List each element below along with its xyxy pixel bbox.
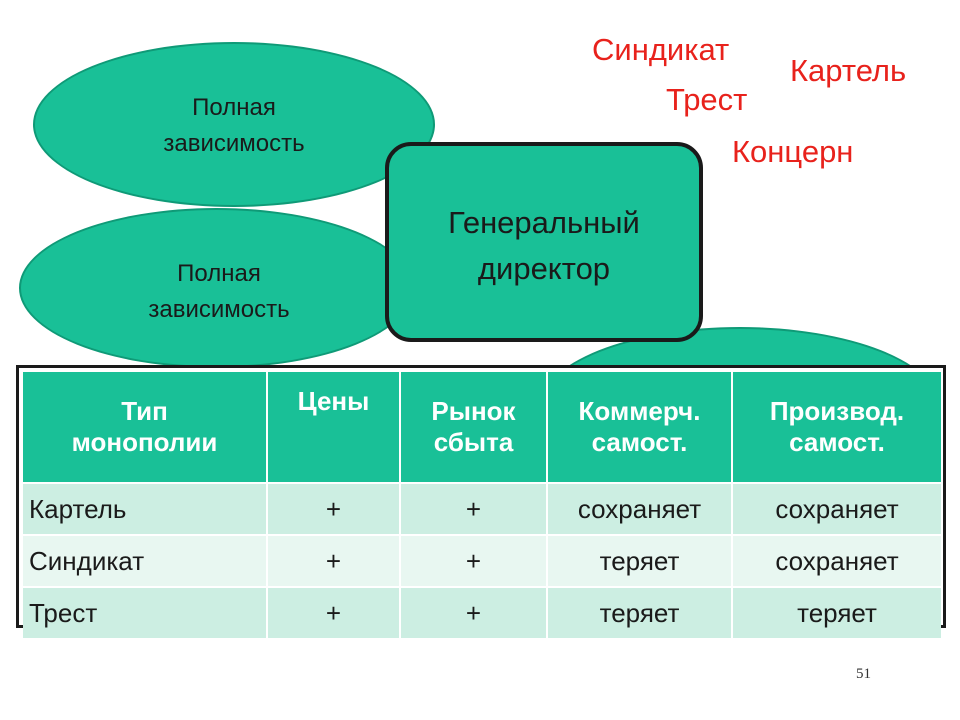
cell-production: сохраняет <box>732 534 941 587</box>
table: Тип монополии Цены Рынок сбыта Коммерч. … <box>23 372 941 638</box>
cell-market: + <box>400 482 548 535</box>
header-production-line2: самост. <box>789 427 885 457</box>
header-commercial-line2: самост. <box>591 427 688 457</box>
header-type-line2: монополии <box>71 427 218 457</box>
cell-commercial: сохраняет <box>547 482 733 535</box>
ellipse-full-dependence-2 <box>19 208 414 368</box>
header-commercial-line1: Коммерч. <box>578 396 701 426</box>
header-production: Производ. самост. <box>732 372 941 483</box>
header-market-line2: сбыта <box>433 427 514 457</box>
director-line1: Генеральный <box>448 205 640 240</box>
ellipse-1-line1: Полная <box>192 94 276 121</box>
cell-commercial: теряет <box>547 534 733 587</box>
header-market-line1: Рынок <box>431 396 516 426</box>
cell-type: Синдикат <box>23 534 268 587</box>
header-commercial: Коммерч. самост. <box>547 372 733 483</box>
ellipse-1-label: Полная зависимость <box>33 90 435 162</box>
header-production-line1: Производ. <box>769 396 905 426</box>
monopoly-comparison-table: Тип монополии Цены Рынок сбыта Коммерч. … <box>16 365 946 638</box>
cell-commercial: теряет <box>547 586 733 638</box>
header-type-line1: Тип <box>121 396 168 426</box>
page-number: 51 <box>856 666 871 682</box>
cell-market: + <box>400 586 548 638</box>
general-director-label: Генеральный директор <box>385 200 703 292</box>
cell-type: Трест <box>23 586 268 638</box>
word-koncern: Концерн <box>732 134 854 169</box>
cell-market: + <box>400 534 548 587</box>
cell-production: теряет <box>732 586 941 638</box>
ellipse-2-label: Полная зависимость <box>19 256 419 328</box>
cell-type: Картель <box>23 482 268 535</box>
table-row: Картель + + сохраняет сохраняет <box>23 482 941 535</box>
word-sindikat: Синдикат <box>592 32 730 67</box>
word-trest: Трест <box>666 82 748 117</box>
header-type: Тип монополии <box>23 372 268 483</box>
header-prices-line1: Цены <box>297 386 370 416</box>
ellipse-2-line2: зависимость <box>148 296 290 323</box>
general-director-box <box>385 142 703 342</box>
table-row: Синдикат + + теряет сохраняет <box>23 534 941 587</box>
table-row: Трест + + теряет теряет <box>23 586 941 638</box>
ellipse-1-line2: зависимость <box>163 130 305 157</box>
header-prices: Цены <box>267 372 401 483</box>
ellipse-full-dependence-1 <box>33 42 435 207</box>
director-line2: директор <box>477 251 611 286</box>
word-kartel: Картель <box>790 53 907 88</box>
ellipse-2-line1: Полная <box>177 260 261 287</box>
cell-prices: + <box>267 482 401 535</box>
cell-prices: + <box>267 586 401 638</box>
cell-production: сохраняет <box>732 482 941 535</box>
table-header-row: Тип монополии Цены Рынок сбыта Коммерч. … <box>23 372 941 483</box>
cell-prices: + <box>267 534 401 587</box>
header-market: Рынок сбыта <box>400 372 548 483</box>
